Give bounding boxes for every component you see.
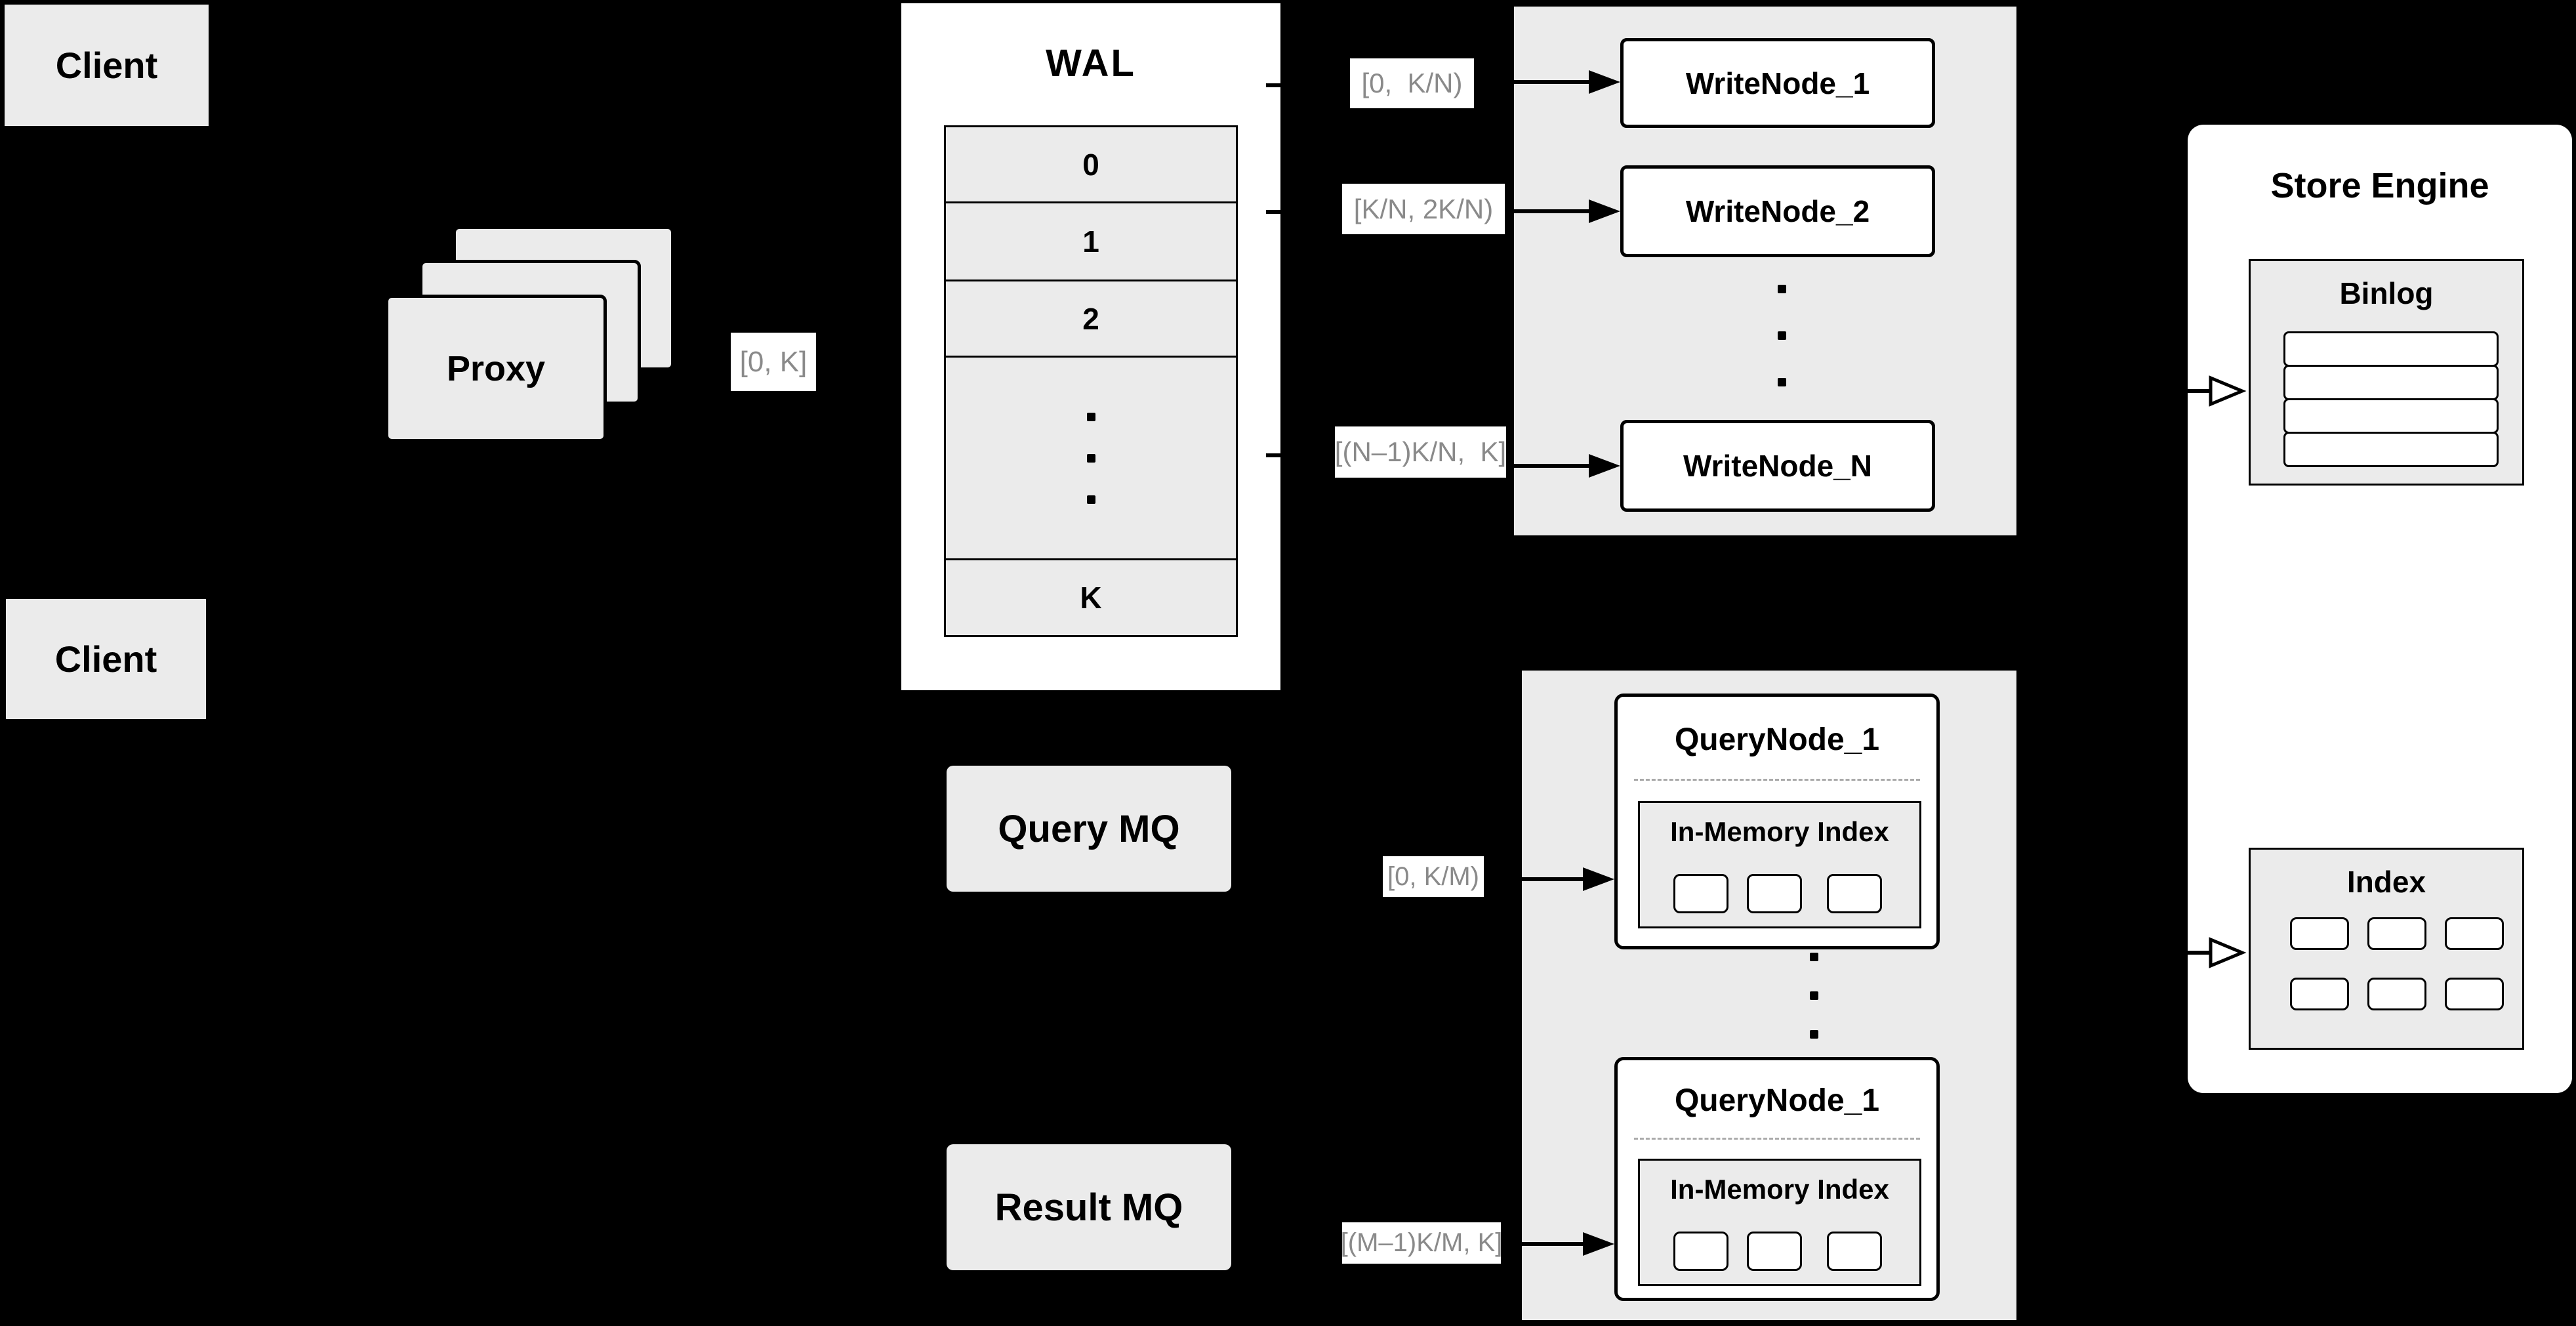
arrow-shaft [1501, 1242, 1584, 1246]
range-label-write-n: [(N–1)K/N, K] [1335, 426, 1506, 478]
ellipsis-dot [1809, 991, 1818, 1000]
arrowhead-icon [1583, 1232, 1614, 1256]
binlog-row [2283, 432, 2499, 467]
write-node-2: WriteNode_2 [1620, 165, 1935, 257]
arrowhead-icon [1589, 199, 1620, 223]
index-cell [2445, 978, 2504, 1010]
ellipsis-dot [1777, 378, 1786, 386]
arrow-shaft [1474, 80, 1589, 84]
wal-slot-row: 1 [946, 201, 1236, 280]
client-node-bottom: Client [6, 599, 206, 719]
ellipsis-dot [1809, 1030, 1818, 1039]
arrowhead-icon [1583, 867, 1614, 891]
in-memory-index-panel: In-Memory Index [1638, 1159, 1921, 1286]
ellipsis-dot [1086, 495, 1095, 504]
range-label-write-2: [K/N, 2K/N) [1342, 184, 1505, 234]
ellipsis-dot [1777, 285, 1786, 293]
proxy-card-front: Proxy [385, 295, 607, 442]
range-label-query-1: [0, K/M) [1383, 856, 1484, 897]
binlog-row [2283, 365, 2499, 400]
index-panel: Index [2249, 848, 2524, 1050]
wal-ellipsis-row [946, 356, 1236, 558]
wal-slot-row-last: K [946, 558, 1236, 635]
ellipsis-dot [1086, 453, 1095, 463]
index-segment [1673, 1232, 1728, 1271]
index-segment [1827, 874, 1882, 913]
store-engine-panel: Store Engine Binlog Index [2188, 125, 2572, 1093]
index-cell [2290, 917, 2349, 950]
proxy-label: Proxy [446, 348, 546, 388]
wal-slot-row: 0 [946, 127, 1236, 201]
index-cell [2367, 917, 2426, 950]
index-segment [1673, 874, 1728, 913]
query-node-1: QueryNode_1 In-Memory Index [1614, 694, 1940, 949]
index-segment [1827, 1232, 1882, 1271]
write-node-n: WriteNode_N [1620, 420, 1935, 512]
in-memory-index-panel: In-Memory Index [1638, 801, 1921, 928]
in-memory-index-title: In-Memory Index [1670, 816, 1889, 847]
query-node-2: QueryNode_1 In-Memory Index [1614, 1057, 1940, 1301]
wal-slot-row: 2 [946, 280, 1236, 356]
range-label-write-1: [0, K/N) [1350, 58, 1474, 108]
query-node-title: QueryNode_1 [1674, 722, 1880, 757]
binlog-row [2283, 331, 2499, 367]
index-segment [1747, 874, 1802, 913]
ellipsis-dot [1086, 412, 1095, 421]
wal-title: WAL [1046, 42, 1136, 85]
query-mq-node: Query MQ [947, 766, 1231, 892]
index-title: Index [2346, 865, 2426, 899]
dashed-divider [1634, 1138, 1920, 1140]
ellipsis-dot [1809, 953, 1818, 961]
binlog-rows [2283, 331, 2499, 467]
index-cell [2367, 978, 2426, 1010]
range-label-proxy: [0, K] [731, 333, 816, 391]
query-node-title: QueryNode_1 [1674, 1083, 1880, 1118]
binlog-panel: Binlog [2249, 259, 2524, 486]
open-arrow-binlog-icon [2125, 375, 2247, 407]
arrow-stub [1266, 210, 1280, 214]
dashed-divider [1634, 779, 1920, 781]
arrow-shaft [1506, 464, 1589, 468]
index-cell [2445, 917, 2504, 950]
arrow-shaft [1505, 209, 1589, 213]
arrow-shaft [1484, 877, 1584, 881]
client-node-top: Client [5, 5, 209, 126]
store-engine-title: Store Engine [2270, 166, 2489, 205]
open-arrow-index-icon [2125, 937, 2247, 968]
ellipsis-icon [1805, 953, 1822, 1039]
binlog-title: Binlog [2339, 276, 2434, 310]
wal-slot-table: 0 1 2 K [944, 125, 1238, 637]
index-cell [2290, 978, 2349, 1010]
arrow-stub [1266, 453, 1280, 457]
ellipsis-dot [1777, 331, 1786, 340]
arrowhead-icon [1589, 70, 1620, 94]
ellipsis-icon [1773, 285, 1790, 386]
arrow-stub [1266, 83, 1280, 87]
write-node-1: WriteNode_1 [1620, 38, 1935, 128]
arrowhead-icon [1589, 454, 1620, 478]
wal-panel: WAL 0 1 2 K [901, 3, 1280, 690]
range-label-query-m: [(M–1)K/M, K] [1341, 1222, 1502, 1264]
result-mq-node: Result MQ [947, 1144, 1231, 1270]
in-memory-index-title: In-Memory Index [1670, 1174, 1889, 1205]
binlog-row [2283, 398, 2499, 434]
ellipsis-icon [1086, 412, 1095, 504]
index-segment [1747, 1232, 1802, 1271]
